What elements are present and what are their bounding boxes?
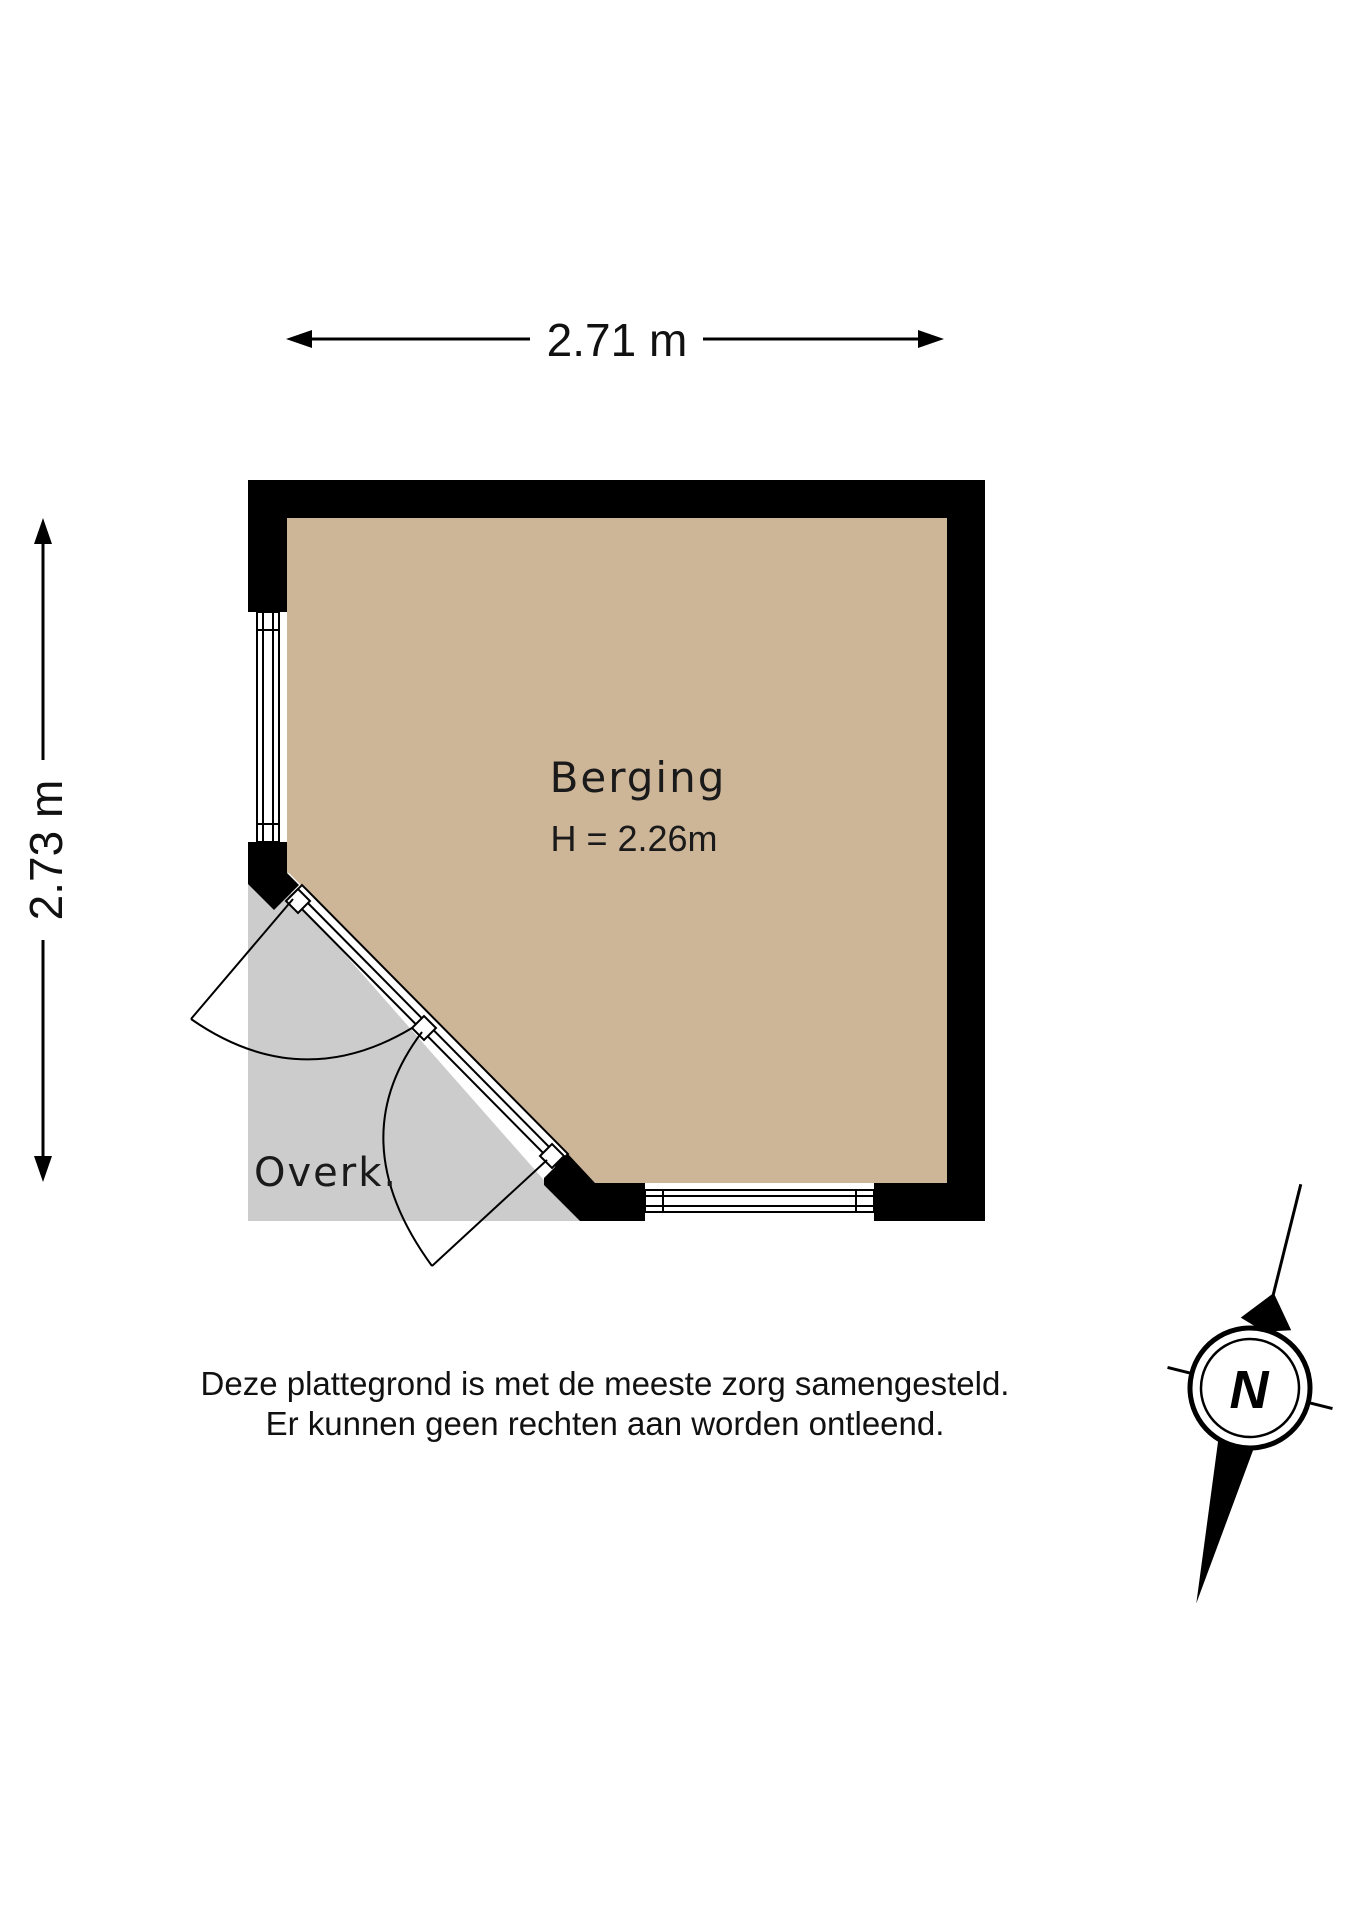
width-dimension: 2.71 m	[286, 314, 944, 366]
door-swing-right	[382, 1031, 548, 1267]
diagonal-door-frame	[284, 883, 570, 1170]
disclaimer: Deze plattegrond is met de meeste zorg s…	[0, 1364, 1210, 1444]
compass-label: N	[1230, 1360, 1270, 1420]
arrow-left-icon	[286, 330, 312, 348]
room-floor-berging	[287, 518, 947, 1183]
room-name-berging: Berging	[550, 753, 727, 802]
height-label: 2.73 m	[20, 780, 72, 921]
arrow-up-icon	[34, 518, 52, 544]
width-label: 2.71 m	[547, 314, 688, 366]
room-height-berging: H = 2.26m	[550, 818, 717, 859]
overhang-area	[248, 875, 580, 1221]
door-swing-left	[190, 898, 413, 1061]
walls	[248, 480, 985, 1221]
room-name-overk: Overk.	[254, 1150, 398, 1196]
compass-icon	[1167, 1183, 1333, 1604]
disclaimer-line-2: Er kunnen geen rechten aan worden ontlee…	[265, 1405, 945, 1442]
bottom-window	[644, 1189, 875, 1213]
left-window	[256, 611, 280, 843]
arrow-right-icon	[918, 330, 944, 348]
arrow-down-icon	[34, 1156, 52, 1182]
disclaimer-line-1: Deze plattegrond is met de meeste zorg s…	[200, 1365, 1010, 1402]
height-dimension: 2.73 m	[20, 518, 72, 1182]
